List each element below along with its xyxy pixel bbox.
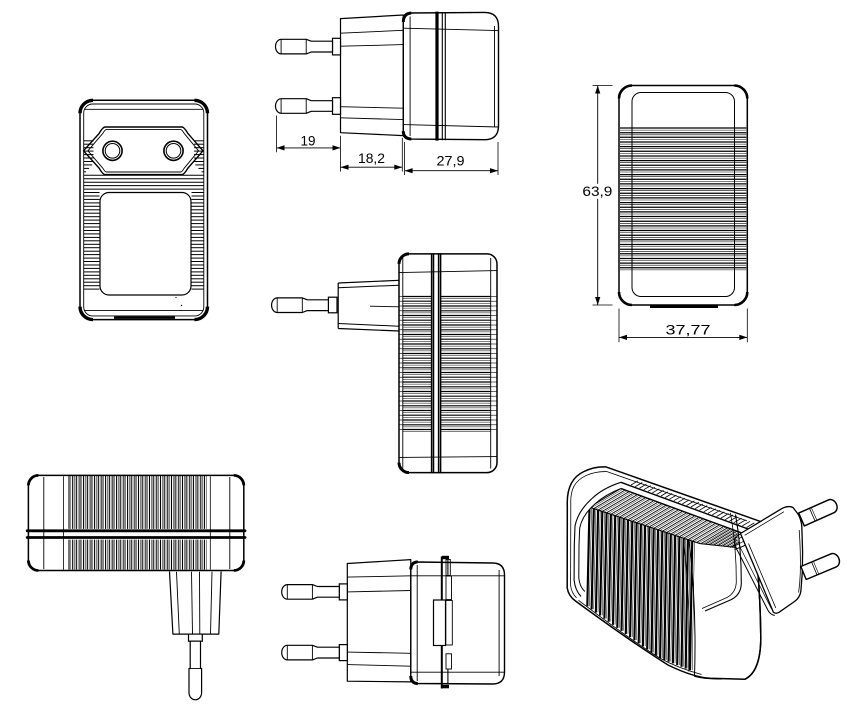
- svg-text:27,9: 27,9: [437, 154, 465, 169]
- svg-text:37,77: 37,77: [666, 322, 711, 337]
- svg-text:63,9: 63,9: [582, 184, 612, 199]
- svg-text:18,2: 18,2: [358, 151, 385, 166]
- svg-text:19: 19: [301, 133, 316, 148]
